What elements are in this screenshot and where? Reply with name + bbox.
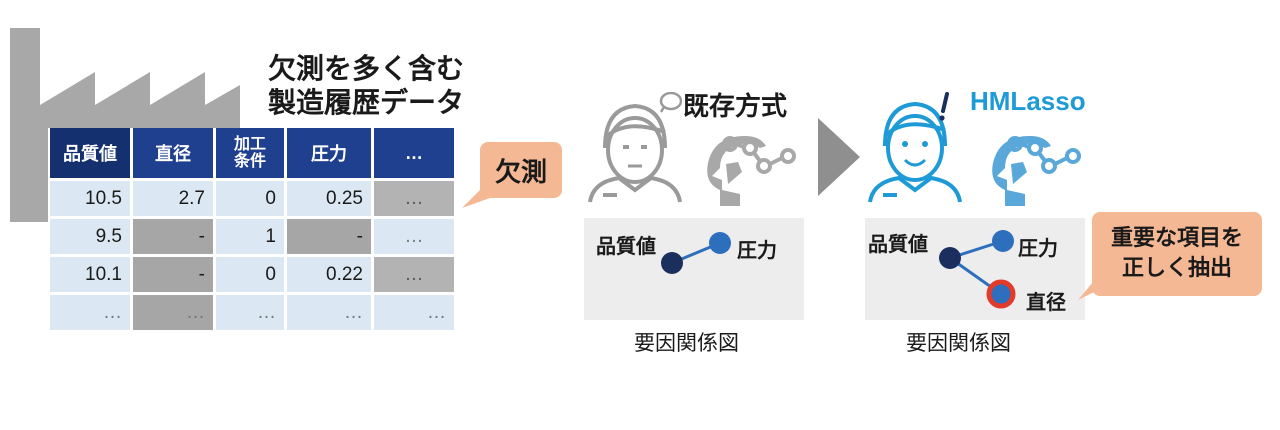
header-pressure: 圧力 [287,128,371,178]
hmlasso-caption: 要因関係図 [906,331,1011,355]
hmlasso-node-quality-label: 品質値 [868,232,928,256]
table-cell: … [374,257,454,292]
header-process-line2: 条件 [233,153,266,170]
table-cell: … [374,219,454,254]
data-title: 欠測を多く含む 製造履歴データ [268,52,464,120]
node-quality [661,252,683,274]
history-table: 品質値 直径 加工 条件 圧力 … 10.5 2.7 0 0.25 … 9.5 … [47,125,457,333]
existing-factor-diagram [584,218,804,320]
factory-icon [10,28,240,222]
correct-extraction-bubble: 重要な項目を 正しく抽出 [1092,212,1262,296]
node-quality [939,247,961,269]
table-cell-missing: - [287,219,371,254]
existing-node-pressure-label: 圧力 [737,238,777,262]
hmlasso-node-pressure-label: 圧力 [1018,236,1058,260]
data-title-line2: 製造履歴データ [268,86,465,119]
data-title-line1: 欠測を多く含む [268,52,465,85]
table-cell: 0.25 [287,181,371,216]
table-cell: 1 [216,219,284,254]
hmlasso-graph [939,230,1016,309]
table-cell: 0 [216,181,284,216]
existing-method-label: 既存方式 [683,92,788,122]
table-cell: … [287,295,371,330]
person-happy-icon [868,101,962,203]
header-process-condition: 加工 条件 [216,128,284,178]
header-more: … [374,128,454,178]
table-cell: … [374,181,454,216]
bubble-line1: 重要な項目を [1110,226,1243,251]
table-cell: … [216,295,284,330]
table-row: … … … … … [50,295,454,330]
thinking-bubble-icon [659,92,682,113]
table-header-row: 品質値 直径 加工 条件 圧力 … [50,128,454,178]
table-cell: 0.22 [287,257,371,292]
hmlasso-factor-diagram [865,218,1085,320]
table-cell: 10.5 [50,181,130,216]
table-row: 10.1 - 0 0.22 … [50,257,454,292]
existing-graph [661,232,731,274]
header-process-line1: 加工 [233,136,266,153]
table-cell-missing: - [133,219,213,254]
table-cell: 0 [216,257,284,292]
header-diameter: 直径 [133,128,213,178]
existing-node-quality-label: 品質値 [596,234,656,258]
table-cell: 10.1 [50,257,130,292]
arrow-right-icon [818,118,860,196]
table-cell: … [50,295,130,330]
table-row: 9.5 - 1 - … [50,219,454,254]
node-diameter [986,279,1016,309]
ai-head-blue-icon [992,136,1081,206]
node-pressure [709,232,731,254]
table-cell: 2.7 [133,181,213,216]
table-cell-missing: … [133,295,213,330]
missing-bubble: 欠測 [480,142,562,198]
header-quality: 品質値 [50,128,130,178]
table-row: 10.5 2.7 0 0.25 … [50,181,454,216]
table-cell-missing: - [133,257,213,292]
node-pressure [992,230,1014,252]
table-cell: … [374,295,454,330]
exclamation-icon [939,92,949,121]
hmlasso-node-diameter-label: 直径 [1026,290,1066,314]
bubble-line2: 正しく抽出 [1121,256,1232,281]
existing-caption: 要因関係図 [634,331,739,355]
ai-head-icon [707,136,796,206]
table-cell: 9.5 [50,219,130,254]
hmlasso-label: HMLasso [970,86,1086,116]
person-confused-icon [588,103,682,203]
